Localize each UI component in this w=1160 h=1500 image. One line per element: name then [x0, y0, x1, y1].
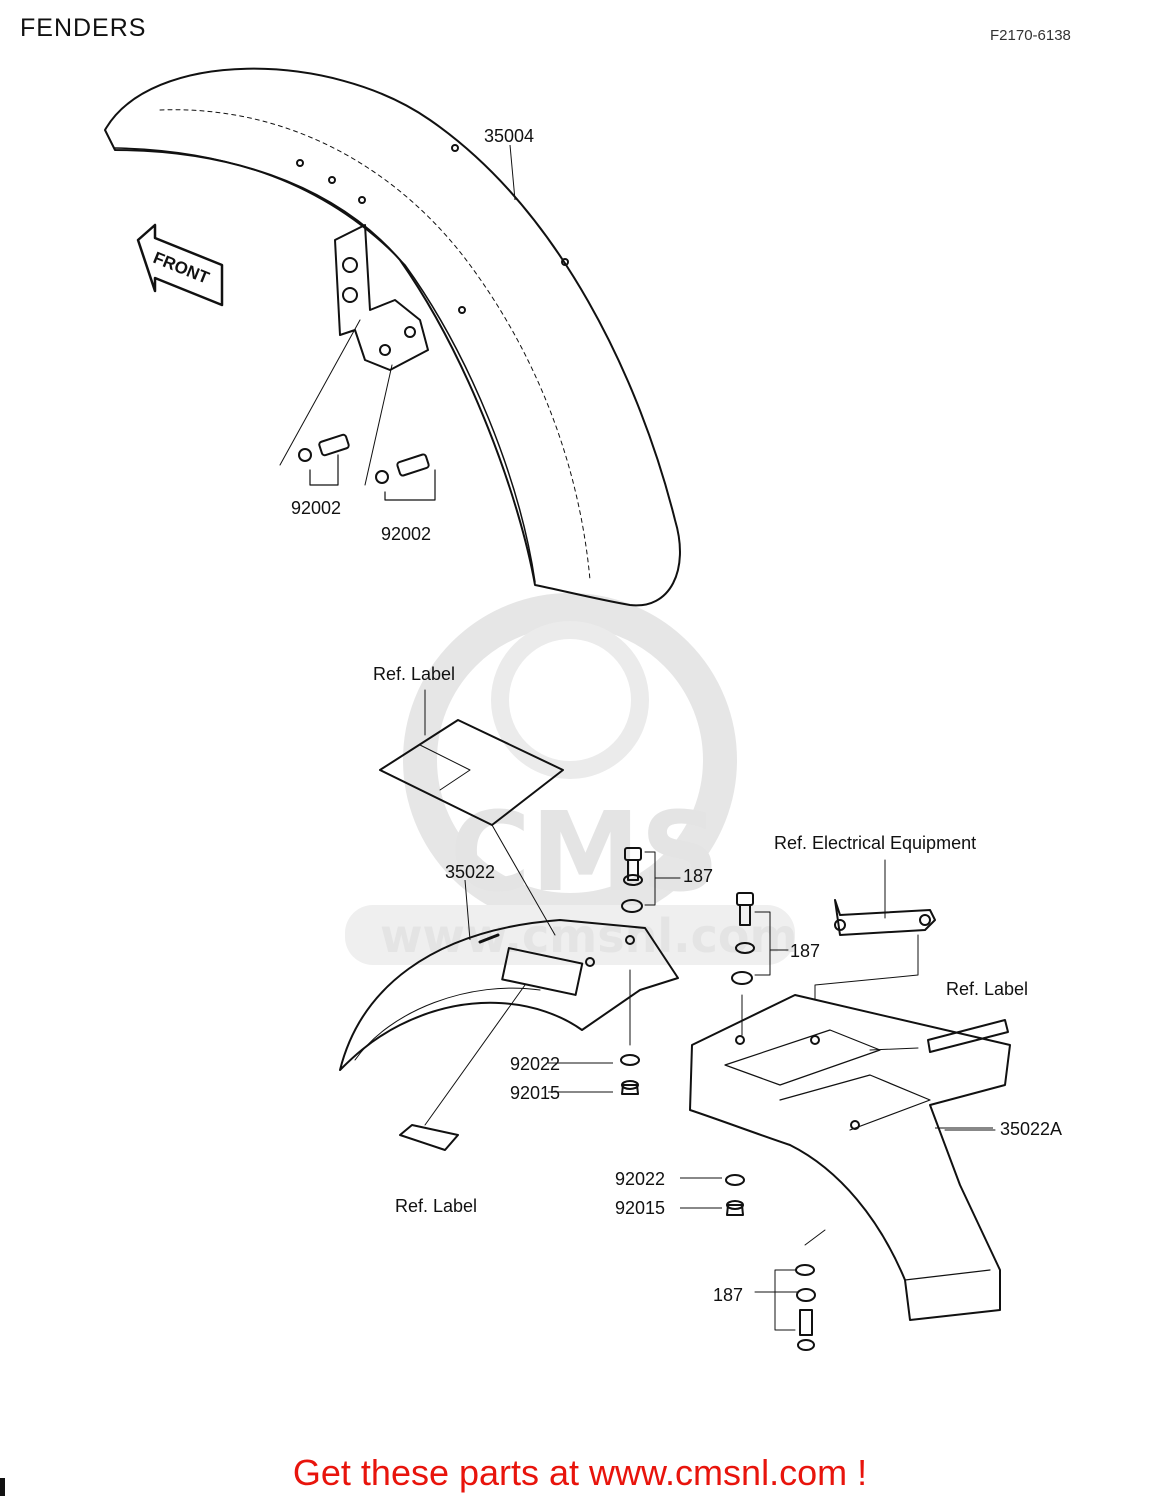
rear-fender-35022A [689, 994, 1011, 1321]
small-label-sheet [399, 984, 526, 1151]
part-label-35004: 35004 [484, 126, 534, 146]
part-label-92002-b: 92002 [381, 524, 431, 544]
caution-label-sheet [379, 689, 564, 936]
bolt-92002-left [279, 319, 361, 486]
front-direction-arrow [136, 223, 224, 307]
front-arrow-label: FRONT [151, 248, 213, 288]
cms-watermark: CMS www.cmsnl.com [345, 593, 797, 965]
bolt-stack-187-upper [621, 847, 681, 1046]
footer-link[interactable]: Get these parts at www.cmsnl.com ! [292, 1452, 868, 1493]
ref-electrical-equipment: Ref. Electrical Equipment [774, 833, 976, 853]
bolt-stack-187-middle [731, 892, 789, 1036]
front-fender [104, 67, 681, 607]
part-label-92015-b: 92015 [615, 1198, 665, 1218]
part-label-35022A: 35022A [1000, 1119, 1062, 1139]
washer-nut-right [725, 1174, 745, 1216]
right-label-sheet [869, 1019, 1009, 1053]
part-label-92015-a: 92015 [510, 1083, 560, 1103]
rear-fender-35022 [339, 919, 679, 1071]
page-title: FENDERS [20, 14, 147, 42]
ref-label-right: Ref. Label [946, 979, 1028, 999]
watermark-url: www.cmsnl.com [380, 909, 797, 963]
ref-label-bottom: Ref. Label [395, 1196, 477, 1216]
fenders-parts-diagram: CMS www.cmsnl.com [104, 67, 1062, 1351]
electrical-bracket [814, 859, 936, 1001]
part-label-187-a: 187 [683, 866, 713, 886]
part-label-92002-a: 92002 [291, 498, 341, 518]
part-label-35022: 35022 [445, 862, 495, 882]
part-label-92022-a: 92022 [510, 1054, 560, 1074]
corner-mark [0, 1478, 5, 1496]
part-label-187-c: 187 [713, 1285, 743, 1305]
bolt-92002-right [364, 364, 436, 501]
washer-nut-left [620, 1054, 640, 1095]
part-label-187-b: 187 [790, 941, 820, 961]
diagram-code: F2170-6138 [990, 27, 1071, 44]
part-label-92022-b: 92022 [615, 1169, 665, 1189]
bolt-stack-187-lower [754, 1264, 816, 1351]
ref-label-top: Ref. Label [373, 664, 455, 684]
watermark-logo: CMS [450, 788, 719, 916]
